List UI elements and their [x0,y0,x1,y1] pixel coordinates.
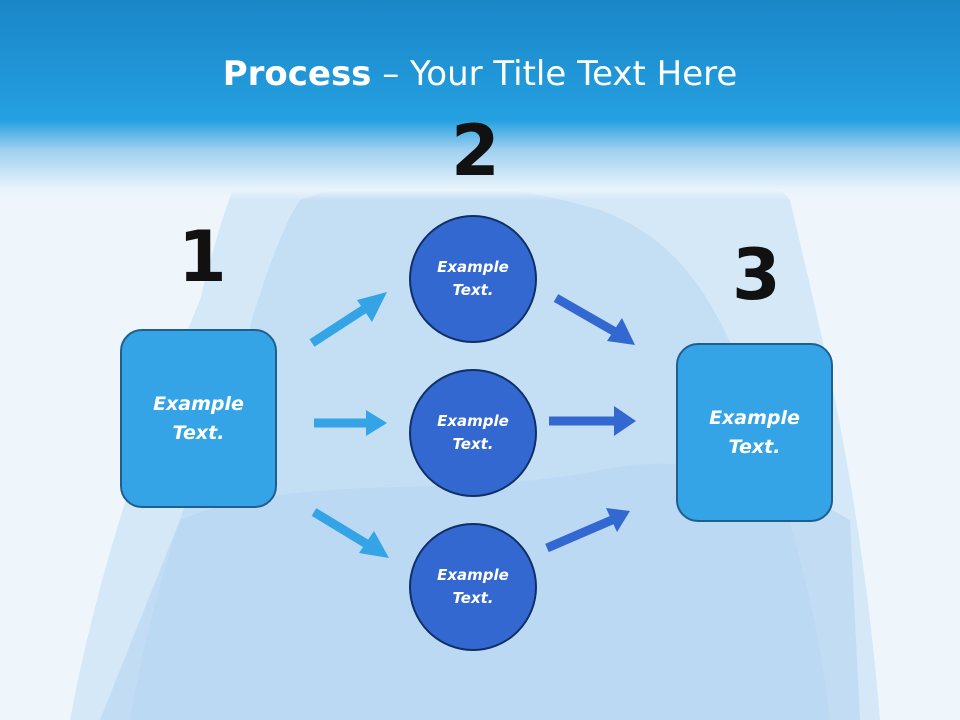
step-number-3: 3 [732,234,781,316]
title-rest: – Your Title Text Here [371,54,738,94]
title-bold: Process [222,54,372,94]
step-number-1: 1 [178,216,227,298]
slide-title: Process – Your Title Text Here [0,52,960,96]
arrow-left-to-bottom [311,508,389,558]
arrow-top-to-right [553,294,635,345]
step-number-2: 2 [451,110,500,192]
arrow-left-to-top [309,292,387,347]
arrow-middle-to-right [549,406,636,436]
title-bar [0,0,960,200]
arrow-left-to-middle [314,410,387,436]
arrow-bottom-to-right [545,508,630,553]
